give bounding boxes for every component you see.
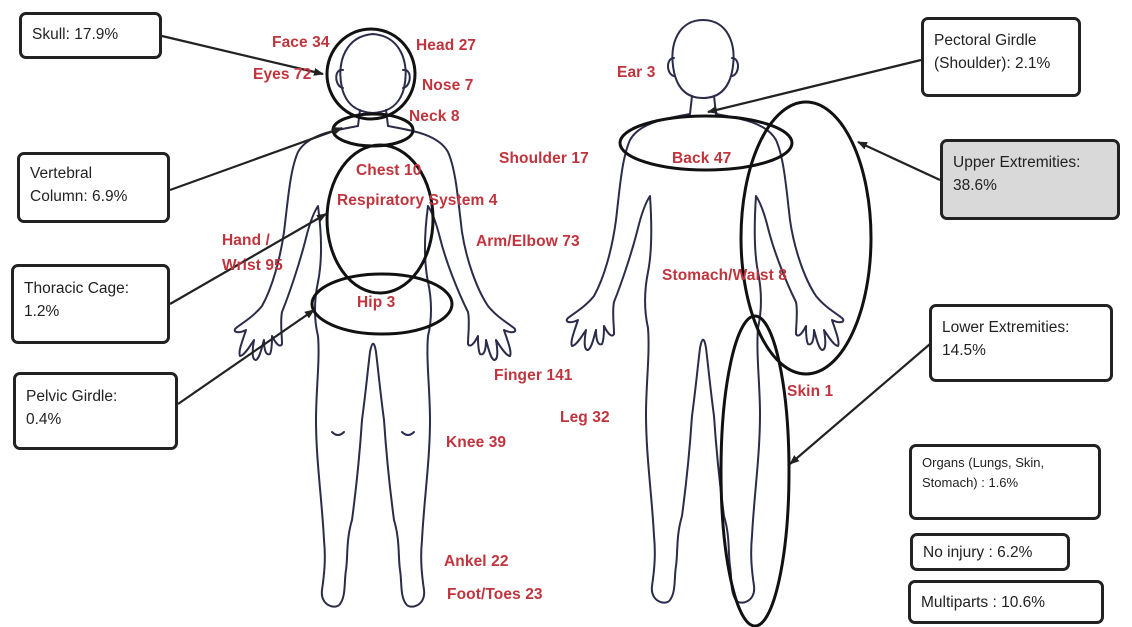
label-eyes: Eyes 72 (253, 66, 311, 84)
label-shoulder: Shoulder 17 (499, 150, 589, 168)
label-ankel: Ankel 22 (444, 553, 509, 571)
label-neck: Neck 8 (409, 108, 460, 126)
label-back: Back 47 (672, 150, 731, 168)
no-injury-box: No injury : 6.2% (910, 533, 1070, 571)
label-arm-elbow: Arm/Elbow 73 (476, 233, 580, 251)
vertebral-arrow (170, 128, 342, 190)
label-stomach-waist: Stomach/Waist 8 (662, 267, 787, 285)
label-hand-wrist-line1: Hand / (222, 232, 270, 250)
back-body-outline (567, 20, 844, 603)
multiparts-box: Multiparts : 10.6% (908, 580, 1104, 624)
label-hip: Hip 3 (357, 294, 395, 312)
organs-box: Organs (Lungs, Skin, Stomach) : 1.6% (909, 444, 1101, 520)
lower-extremities-arrow (790, 344, 930, 464)
back-head-outline (672, 20, 733, 98)
label-face: Face 34 (272, 34, 330, 52)
region-ellipses (312, 29, 871, 626)
upper-extremities-arrow (858, 142, 940, 180)
pelvic-arrow (178, 310, 314, 404)
label-skin: Skin 1 (787, 383, 833, 401)
back-left-side-outline (567, 114, 706, 603)
label-finger: Finger 141 (494, 367, 573, 385)
lower-extremities-box: Lower Extremities: 14.5% (929, 304, 1113, 382)
label-knee: Knee 39 (446, 434, 506, 452)
upper-extremities-box: Upper Extremities: 38.6% (940, 139, 1120, 220)
pectoral-girdle-box: Pectoral Girdle (Shoulder): 2.1% (921, 17, 1081, 97)
label-head: Head 27 (416, 37, 476, 55)
label-leg: Leg 32 (560, 409, 610, 427)
vertebral-column-box: Vertebral Column: 6.9% (17, 152, 170, 223)
front-head-outline (340, 34, 405, 113)
label-ear: Ear 3 (617, 64, 655, 82)
label-foot-toes: Foot/Toes 23 (447, 586, 543, 604)
label-hand-wrist-line2: Wrist 95 (222, 257, 283, 275)
lower-extremities-ellipse (721, 316, 789, 626)
label-nose: Nose 7 (422, 77, 473, 95)
label-respiratory-system: Respiratory System 4 (337, 192, 498, 210)
thoracic-cage-box: Thoracic Cage: 1.2% (11, 264, 170, 344)
pelvic-girdle-box: Pelvic Girdle: 0.4% (13, 372, 178, 450)
label-chest: Chest 10 (356, 162, 421, 180)
skull-box: Skull: 17.9% (19, 12, 162, 59)
